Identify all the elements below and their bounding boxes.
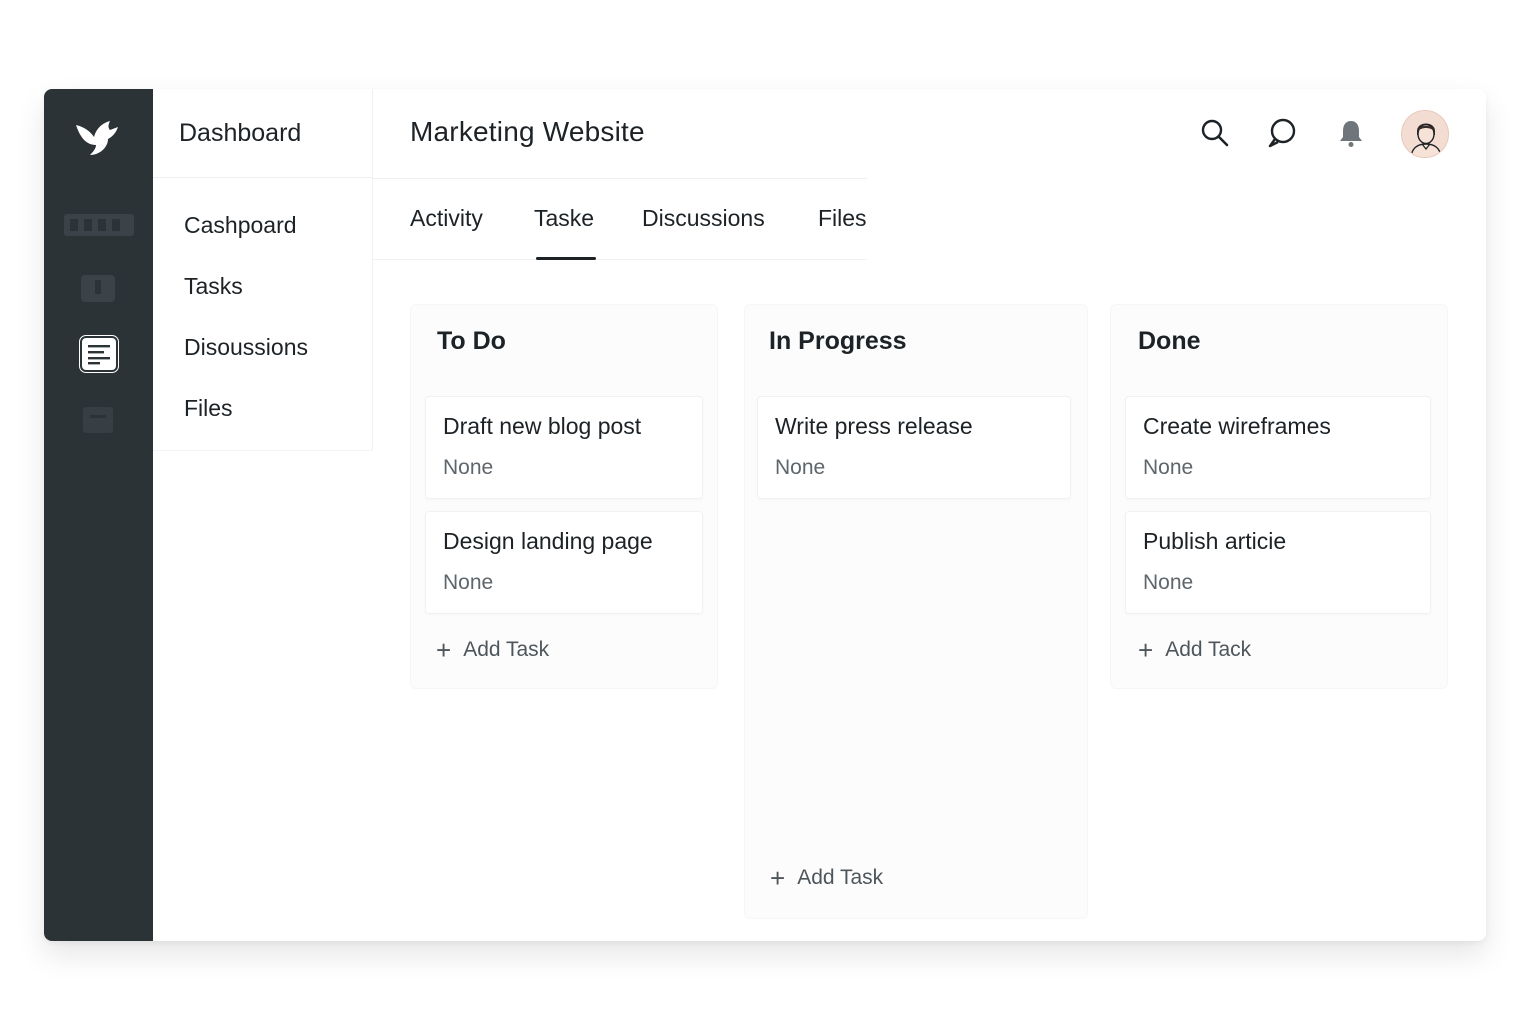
task-card[interactable]: Write press release None xyxy=(757,396,1071,499)
column-title-todo: To Do xyxy=(437,327,506,355)
app-window: Dashboard Cashpoard Tasks Disoussions Fi… xyxy=(44,89,1486,941)
bell-icon[interactable] xyxy=(1333,115,1369,151)
active-tab-indicator xyxy=(536,257,596,260)
add-task-button-todo[interactable]: + Add Task xyxy=(436,637,549,663)
task-card[interactable]: Design landing page None xyxy=(425,511,703,614)
task-subtitle: None xyxy=(1143,571,1194,594)
page-title: Marketing Website xyxy=(410,116,645,147)
calendar-icon[interactable] xyxy=(77,270,119,306)
tab-discussions[interactable]: Discussions xyxy=(642,205,765,231)
task-title: Design landing page xyxy=(443,528,653,554)
subnav-header[interactable]: Dashboard xyxy=(153,89,372,178)
secondary-nav: Dashboard Cashpoard Tasks Disoussions Fi… xyxy=(153,89,373,451)
task-subtitle: None xyxy=(775,456,826,479)
column-title-inprogress: In Progress xyxy=(769,327,907,355)
task-subtitle: None xyxy=(1143,456,1194,479)
archive-icon[interactable] xyxy=(77,401,119,437)
top-bar: Marketing Website xyxy=(373,89,1486,178)
task-title: Create wireframes xyxy=(1143,413,1331,439)
subnav-item-cashpoard[interactable]: Cashpoard xyxy=(184,212,297,238)
tab-files[interactable]: Files xyxy=(818,205,867,231)
subnav-item-files[interactable]: Files xyxy=(184,395,233,421)
plus-icon: + xyxy=(1138,635,1154,665)
column-title-done: Done xyxy=(1138,327,1201,355)
subnav-item-tasks[interactable]: Tasks xyxy=(184,273,243,299)
tab-activity[interactable]: Activity xyxy=(410,205,483,231)
task-subtitle: None xyxy=(443,456,494,479)
board-icon[interactable] xyxy=(62,207,136,243)
search-icon[interactable] xyxy=(1197,115,1233,151)
add-task-label: Add Tack xyxy=(1165,638,1252,661)
add-task-label: Add Task xyxy=(797,866,884,889)
left-rail xyxy=(44,89,153,941)
plus-icon: + xyxy=(770,863,786,893)
task-card[interactable]: Create wireframes None xyxy=(1125,396,1431,499)
avatar[interactable] xyxy=(1401,110,1449,158)
task-title: Publish articie xyxy=(1143,528,1287,554)
task-card[interactable]: Publish articie None xyxy=(1125,511,1431,614)
bird-logo-icon[interactable] xyxy=(72,115,122,159)
plus-icon: + xyxy=(436,635,452,665)
task-title: Write press release xyxy=(775,413,973,439)
task-subtitle: None xyxy=(443,571,494,594)
add-task-button-done[interactable]: + Add Tack xyxy=(1138,637,1251,663)
subnav-item-discussions[interactable]: Disoussions xyxy=(184,334,308,360)
tab-bar xyxy=(373,178,867,260)
chat-icon[interactable] xyxy=(1264,115,1300,151)
tab-tasks[interactable]: Taske xyxy=(534,205,595,231)
task-title: Draft new blog post xyxy=(443,413,642,439)
add-task-label: Add Task xyxy=(463,638,550,661)
task-card[interactable]: Draft new blog post None xyxy=(425,396,703,499)
document-icon[interactable] xyxy=(79,335,119,373)
add-task-button-inprogress[interactable]: + Add Task xyxy=(770,865,883,891)
